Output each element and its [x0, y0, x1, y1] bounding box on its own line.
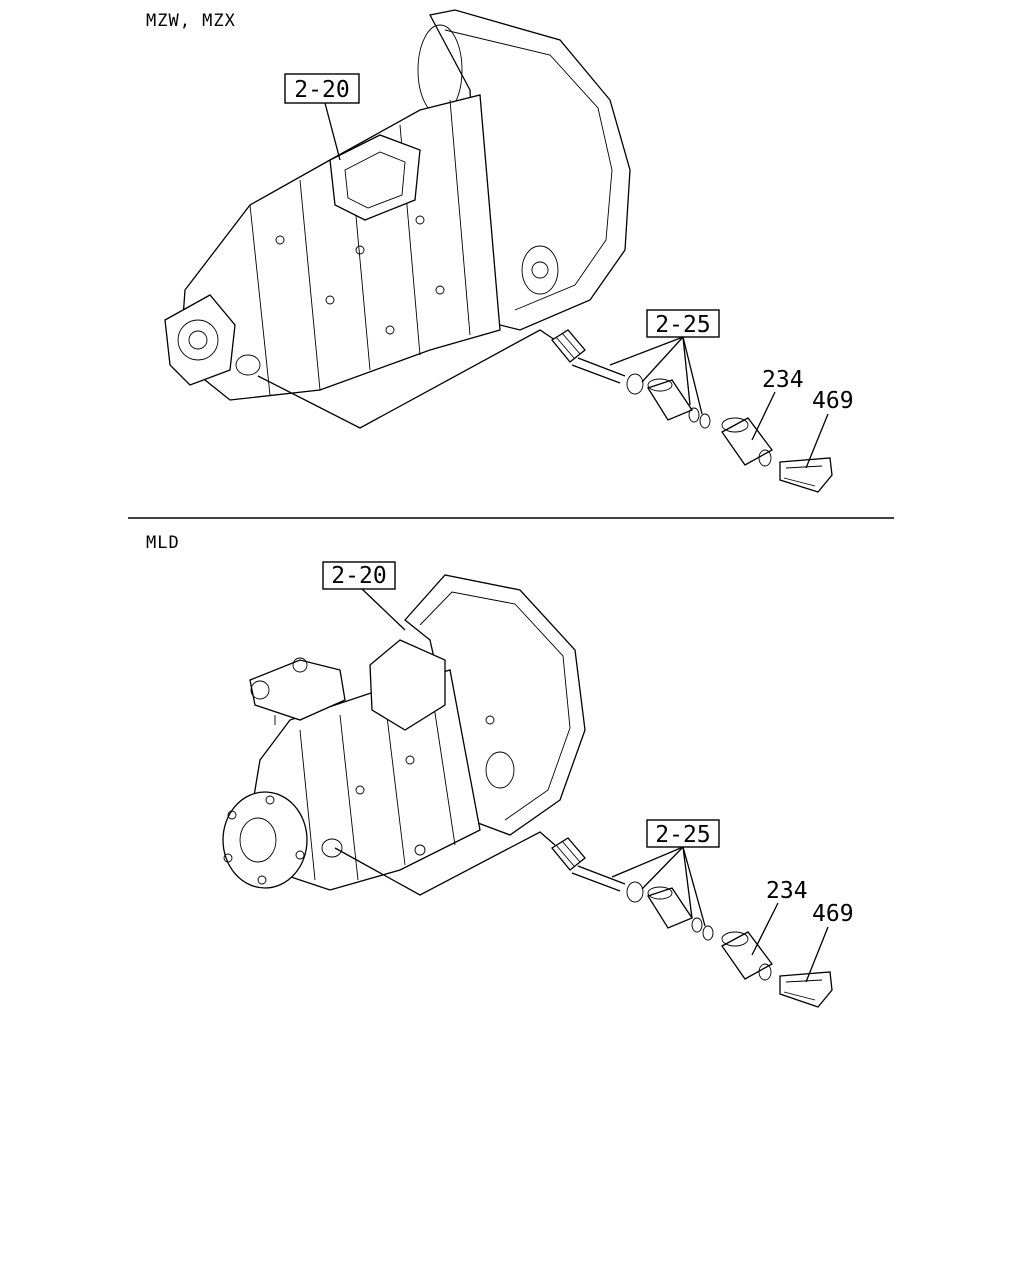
bracket-469: [779, 971, 833, 1008]
seal-ring: [691, 917, 703, 933]
part-label-469: 469: [812, 901, 854, 927]
ref-leader-2-20: [361, 588, 406, 631]
transmission-assembly: [164, 9, 631, 401]
part-label-234: 234: [762, 367, 804, 393]
explode-path: [334, 831, 556, 896]
section-title: MZW, MZX: [146, 11, 236, 31]
speed-sensor: [721, 417, 773, 467]
gear-sleeve: [647, 378, 693, 421]
gear-sleeve: [647, 886, 693, 929]
seal-ring: [688, 407, 700, 423]
section-mld: MLD: [146, 533, 854, 1008]
transmission-assembly: [222, 574, 586, 891]
ref-label-2-20: 2-20: [294, 77, 349, 103]
speedometer-driven-gear: [551, 329, 626, 384]
seal-ring: [702, 925, 714, 941]
ref-box-2-25: [646, 309, 720, 338]
part-label-234: 234: [766, 878, 808, 904]
bracket-469: [779, 457, 833, 493]
ref-label-2-20: 2-20: [331, 563, 386, 589]
section-mzw-mzx: MZW, MZX: [146, 9, 854, 493]
part-leader-469: [805, 413, 829, 469]
part-leader-469: [805, 926, 829, 983]
part-label-469: 469: [812, 388, 854, 414]
ref-leader-2-20: [324, 102, 341, 161]
seal-ring: [699, 413, 711, 429]
ref-box-2-25: [646, 819, 720, 848]
part-leader-234: [751, 902, 779, 956]
explode-path: [257, 329, 556, 429]
ref-box-2-20: [322, 561, 396, 590]
speedometer-driven-gear: [551, 837, 626, 892]
speed-sensor: [721, 931, 773, 981]
section-title: MLD: [146, 533, 180, 553]
ref-box-2-20: [284, 73, 360, 104]
ref-leader-2-25: [609, 336, 703, 415]
o-ring: [626, 881, 644, 903]
ref-label-2-25: 2-25: [655, 312, 710, 338]
o-ring: [626, 373, 644, 395]
ref-leader-2-25: [611, 846, 706, 927]
part-leader-234: [751, 391, 776, 441]
ref-label-2-25: 2-25: [655, 822, 710, 848]
